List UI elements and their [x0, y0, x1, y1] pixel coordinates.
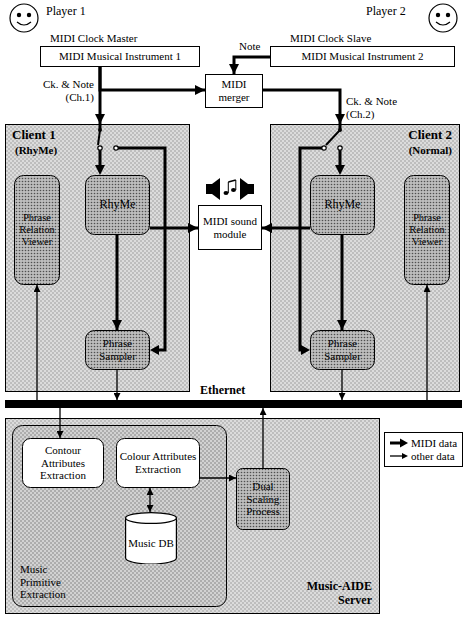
midi-connector — [150, 227, 198, 230]
player-label: Player 1 — [46, 5, 116, 19]
mode-switch — [300, 124, 345, 355]
legend-sample — [390, 438, 408, 448]
process-box-outline — [86, 176, 150, 235]
node-label: Phrase Sampler — [88, 337, 147, 362]
data-connector — [59, 408, 60, 438]
node-label: RhyMe — [88, 198, 147, 212]
node-label: Dual Scaling Process — [239, 480, 287, 518]
process-box-outline — [311, 331, 375, 370]
group-region: Music Primitive Extraction Contour Attrib… — [12, 425, 227, 607]
legend-label: other data — [411, 450, 455, 463]
speaker-icon — [206, 178, 254, 200]
legend-label: MIDI data — [411, 437, 457, 450]
process-box-outline — [311, 176, 375, 235]
data-connector — [116, 370, 117, 400]
server-panel: Music-AIDE Server Music Primitive Extract… — [5, 418, 380, 614]
data-connector — [426, 285, 427, 400]
player-label: Player 2 — [366, 5, 436, 19]
role-heading: MIDI Clock Master — [50, 32, 137, 45]
client-panel: Client 2(Normal) RhyMePhrase Sampler Phras… — [270, 124, 460, 392]
group-region-outline — [13, 426, 227, 607]
database-cylinder — [126, 518, 177, 564]
mode-switch — [95, 124, 165, 355]
node-label: RhyMe — [313, 198, 372, 212]
viewer-box-outline — [15, 176, 60, 285]
process-box-outline — [86, 331, 150, 370]
node-label: Colour Attributes Extraction — [119, 450, 197, 475]
network-bus: Ethernet — [5, 400, 462, 408]
process-box: Colour Attributes Extraction — [116, 438, 200, 488]
merger-box: MIDI merger — [205, 74, 263, 108]
process-box: Phrase Sampler — [85, 330, 150, 370]
merger-box-outline — [206, 75, 263, 108]
legend-sample-line — [390, 455, 403, 456]
process-box: Phrase Sampler — [310, 330, 375, 370]
data-connector — [262, 408, 263, 468]
midi-connector — [341, 235, 344, 330]
server-panel-outline — [6, 419, 380, 614]
data-connector — [36, 285, 37, 400]
midi-connector — [100, 67, 205, 90]
signal-label: Ck. & Note (Ch.2) — [346, 95, 418, 120]
client-panel-outline — [271, 125, 460, 392]
node-label: MIDI sound module — [201, 215, 259, 240]
database-node: Music DB — [125, 512, 177, 564]
data-connector — [149, 488, 150, 512]
panel-heading: Music-AIDE Server — [288, 580, 372, 608]
node-label: MIDI merger — [208, 78, 260, 103]
node-label: Contour Attributes Extraction — [25, 444, 101, 482]
viewer-box: Phrase Relation Viewer — [404, 175, 450, 285]
music-note-icon — [224, 180, 237, 195]
midi-connector — [116, 235, 119, 330]
process-box: Contour Attributes Extraction — [22, 438, 104, 488]
node-label: Phrase Relation Viewer — [17, 212, 57, 248]
process-box-outline — [23, 439, 104, 488]
node-label: Phrase Relation Viewer — [407, 212, 447, 248]
viewer-box: Phrase Relation Viewer — [14, 175, 60, 285]
panel-subheading: (RhyMe) — [15, 144, 57, 157]
bus-label: Ethernet — [200, 384, 245, 398]
player-face — [429, 4, 457, 32]
data-connector — [200, 477, 236, 478]
node-label: Music DB — [128, 527, 174, 550]
instrument-box-outline — [271, 47, 455, 67]
legend-row: MIDI data — [390, 437, 457, 450]
signal-label: Ck. & Note (Ch.1) — [22, 78, 94, 103]
node-label: Phrase Sampler — [313, 337, 372, 362]
box-label: MIDI Musical Instrument 1 — [43, 50, 197, 63]
panel-subheading: (Normal) — [409, 144, 452, 157]
group-label: Music Primitive Extraction — [20, 563, 82, 601]
midi-connector — [262, 227, 310, 230]
midi-connector — [234, 57, 270, 74]
box-label: MIDI Musical Instrument 2 — [273, 50, 452, 63]
sound-module-box-outline — [199, 206, 262, 250]
midi-connector — [263, 90, 340, 124]
legend-row: other data — [390, 450, 457, 463]
viewer-box-outline — [405, 176, 450, 285]
sound-module-box: MIDI sound module — [198, 205, 262, 250]
legend-box: MIDI dataother data — [384, 432, 463, 467]
legend-sample-head — [400, 439, 408, 448]
process-box: RhyMe — [310, 175, 375, 235]
legend-sample-head — [402, 453, 408, 459]
player-face — [10, 4, 38, 32]
database-cylinder — [126, 513, 177, 524]
panel-heading: Client 2 — [408, 128, 452, 143]
client-panel-outline — [6, 125, 190, 392]
instrument-box-outline — [41, 47, 200, 67]
client-panel: Client 1(RhyMe) Phrase Relation Viewer Rhy… — [5, 124, 190, 392]
process-box-outline — [117, 439, 200, 488]
panel-heading: Client 1 — [12, 128, 56, 143]
signal-label: Note — [238, 40, 261, 53]
process-box: Dual Scaling Process — [236, 468, 290, 530]
instrument-box: MIDI Clock SlaveMIDI Musical Instrument … — [270, 46, 455, 67]
process-box: RhyMe — [85, 175, 150, 235]
process-box-outline — [237, 469, 290, 530]
instrument-box: MIDI Clock MasterMIDI Musical Instrument… — [40, 46, 200, 67]
legend-sample — [390, 451, 408, 461]
role-heading: MIDI Clock Slave — [290, 32, 371, 45]
data-connector — [341, 370, 342, 400]
